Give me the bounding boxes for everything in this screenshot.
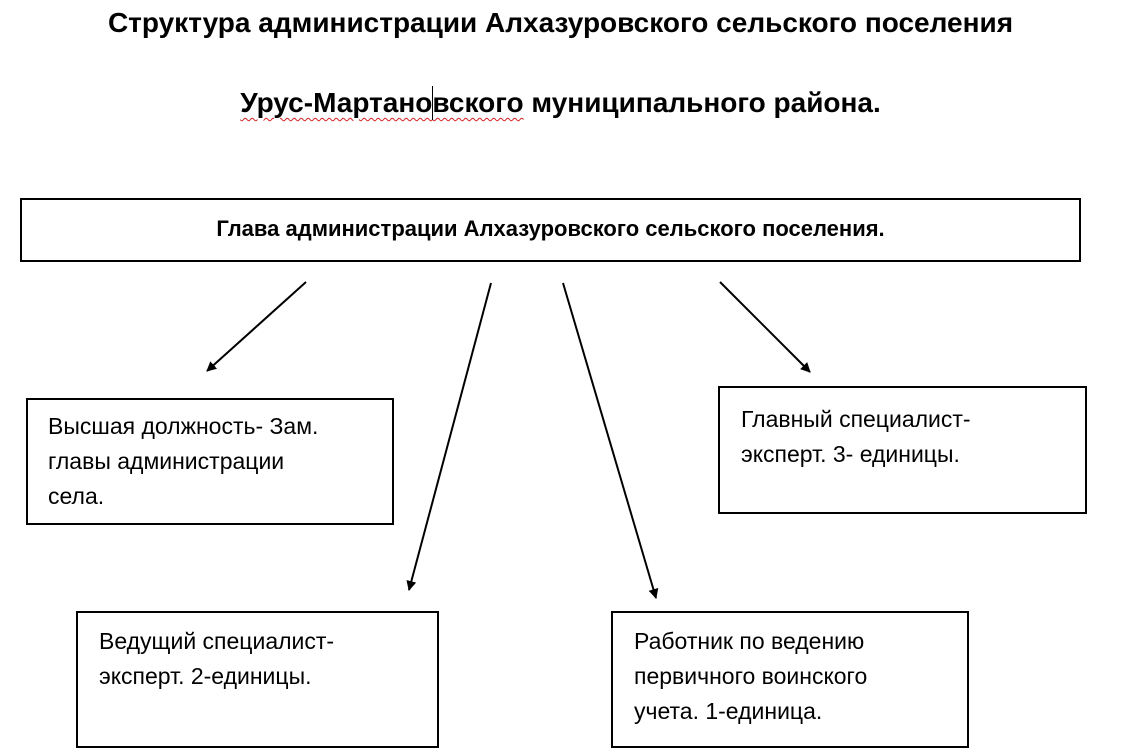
chief-specialist-label: Главный специалист- эксперт. 3- единицы. (741, 406, 971, 467)
text-cursor (432, 86, 434, 120)
lead-specialist-box: Ведущий специалист- эксперт. 2-единицы. (76, 611, 439, 748)
diagram-title-line-2: Урус-Мартановского муниципального района… (0, 86, 1121, 120)
head-of-administration-box: Глава администрации Алхазуровского сельс… (20, 198, 1081, 262)
title-fragment-b: вского (432, 87, 524, 118)
misspelled-word[interactable]: Урус-Мартановского (240, 86, 524, 120)
title-fragment-rest: муниципального района. (523, 87, 881, 118)
deputy-head-box: Высшая должность- Зам. главы администрац… (26, 398, 394, 525)
arrow-to-military-records (562, 282, 659, 599)
arrow-to-lead-specialist (406, 282, 492, 591)
chief-specialist-box: Главный специалист- эксперт. 3- единицы. (718, 386, 1087, 514)
lead-specialist-label: Ведущий специалист- эксперт. 2-единицы. (99, 628, 335, 689)
title-fragment-a: Урус-Мартано (240, 87, 433, 118)
military-records-box: Работник по ведению первичного воинского… (611, 611, 969, 748)
head-of-administration-label: Глава администрации Алхазуровского сельс… (216, 216, 885, 241)
arrow-to-deputy (206, 281, 307, 372)
military-records-label: Работник по ведению первичного воинского… (634, 628, 868, 724)
diagram-title-line-1: Структура администрации Алхазуровского с… (107, 7, 1014, 38)
arrow-to-chief-specialist (719, 281, 811, 373)
deputy-head-label: Высшая должность- Зам. главы администрац… (48, 413, 319, 509)
